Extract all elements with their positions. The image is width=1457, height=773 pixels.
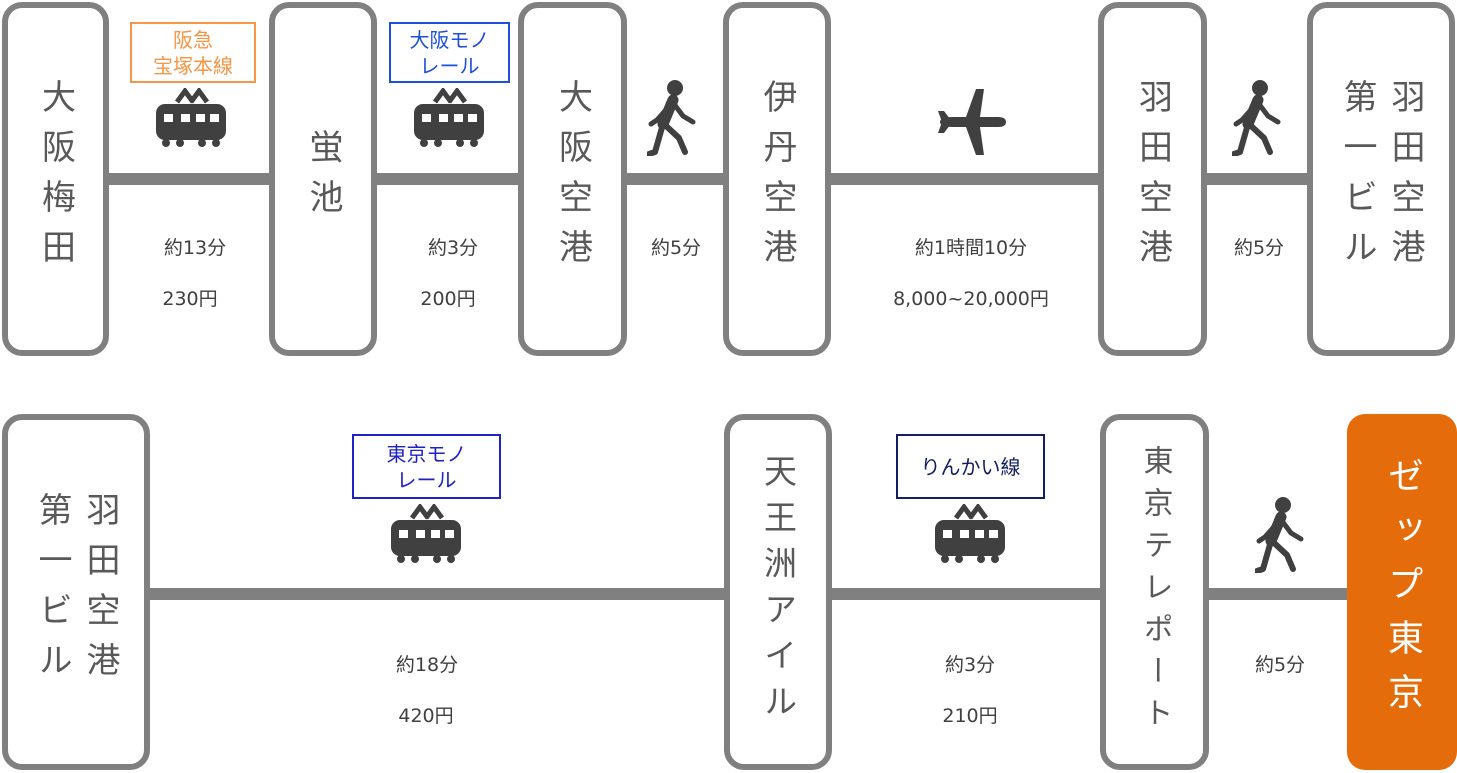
walking-person-icon — [1232, 80, 1281, 156]
fare: 200円 — [420, 288, 476, 310]
station-name-col2: 第一ビル — [32, 492, 72, 692]
train-icon — [156, 88, 226, 147]
station-name: 蛍池 — [303, 129, 343, 229]
station-name: 伊丹空港 — [757, 79, 797, 279]
station-name: 大阪空港 — [552, 79, 593, 279]
fare: 420円 — [398, 705, 454, 727]
station-itami-airport: 伊丹空港 — [723, 2, 831, 356]
line-label-hankyu: 阪急 宝塚本線 — [130, 22, 256, 83]
travel-time: 約13分 — [163, 237, 227, 259]
travel-time: 約18分 — [395, 654, 459, 676]
line-label-osaka-monorail: 大阪モノ レール — [389, 22, 510, 83]
train-icon — [391, 504, 461, 563]
walking-person-icon — [647, 80, 696, 156]
station-name-col1: 羽田空港 — [80, 492, 120, 692]
line-label-tokyo-monorail: 東京モノ レール — [352, 434, 501, 499]
travel-time: 約3分 — [944, 654, 996, 676]
train-icon — [935, 504, 1005, 563]
station-name: 大阪梅田 — [35, 79, 76, 279]
train-icon — [414, 88, 484, 147]
station-zepp-tokyo: ゼップ東京 — [1347, 414, 1457, 770]
station-osaka-umeda: 大阪梅田 — [2, 2, 109, 356]
station-name: ゼップ東京 — [1382, 457, 1423, 727]
airplane-icon — [938, 89, 1006, 155]
station-name-col2: 第一ビル — [1337, 79, 1377, 279]
station-name-col1: 羽田空港 — [1385, 79, 1425, 279]
fare: 8,000~20,000円 — [893, 288, 1049, 310]
route-line — [100, 173, 1320, 185]
travel-time: 約5分 — [1254, 654, 1306, 676]
station-name: 東京テレポート — [1137, 445, 1173, 739]
station-haneda-airport: 羽田空港 — [1098, 2, 1207, 356]
station-haneda-terminal1: 羽田空港 第一ビル — [2, 414, 150, 770]
station-osaka-airport: 大阪空港 — [518, 2, 627, 356]
station-name: 羽田空港 — [1132, 79, 1173, 279]
travel-time: 約5分 — [1233, 237, 1285, 259]
travel-time: 約3分 — [427, 237, 479, 259]
station-tennozu-isle: 天王洲アイル — [724, 414, 832, 770]
walking-person-icon — [1255, 497, 1304, 573]
station-name: 天王洲アイル — [758, 454, 798, 730]
travel-time: 約5分 — [650, 237, 702, 259]
fare: 210円 — [942, 705, 998, 727]
station-hotarugaike: 蛍池 — [269, 2, 377, 356]
travel-time: 約1時間10分 — [914, 237, 1028, 259]
line-label-rinkai: りんかい線 — [896, 434, 1045, 499]
fare: 230円 — [162, 288, 218, 310]
station-tokyo-teleport: 東京テレポート — [1100, 414, 1209, 770]
station-haneda-terminal1: 羽田空港 第一ビル — [1307, 2, 1455, 356]
